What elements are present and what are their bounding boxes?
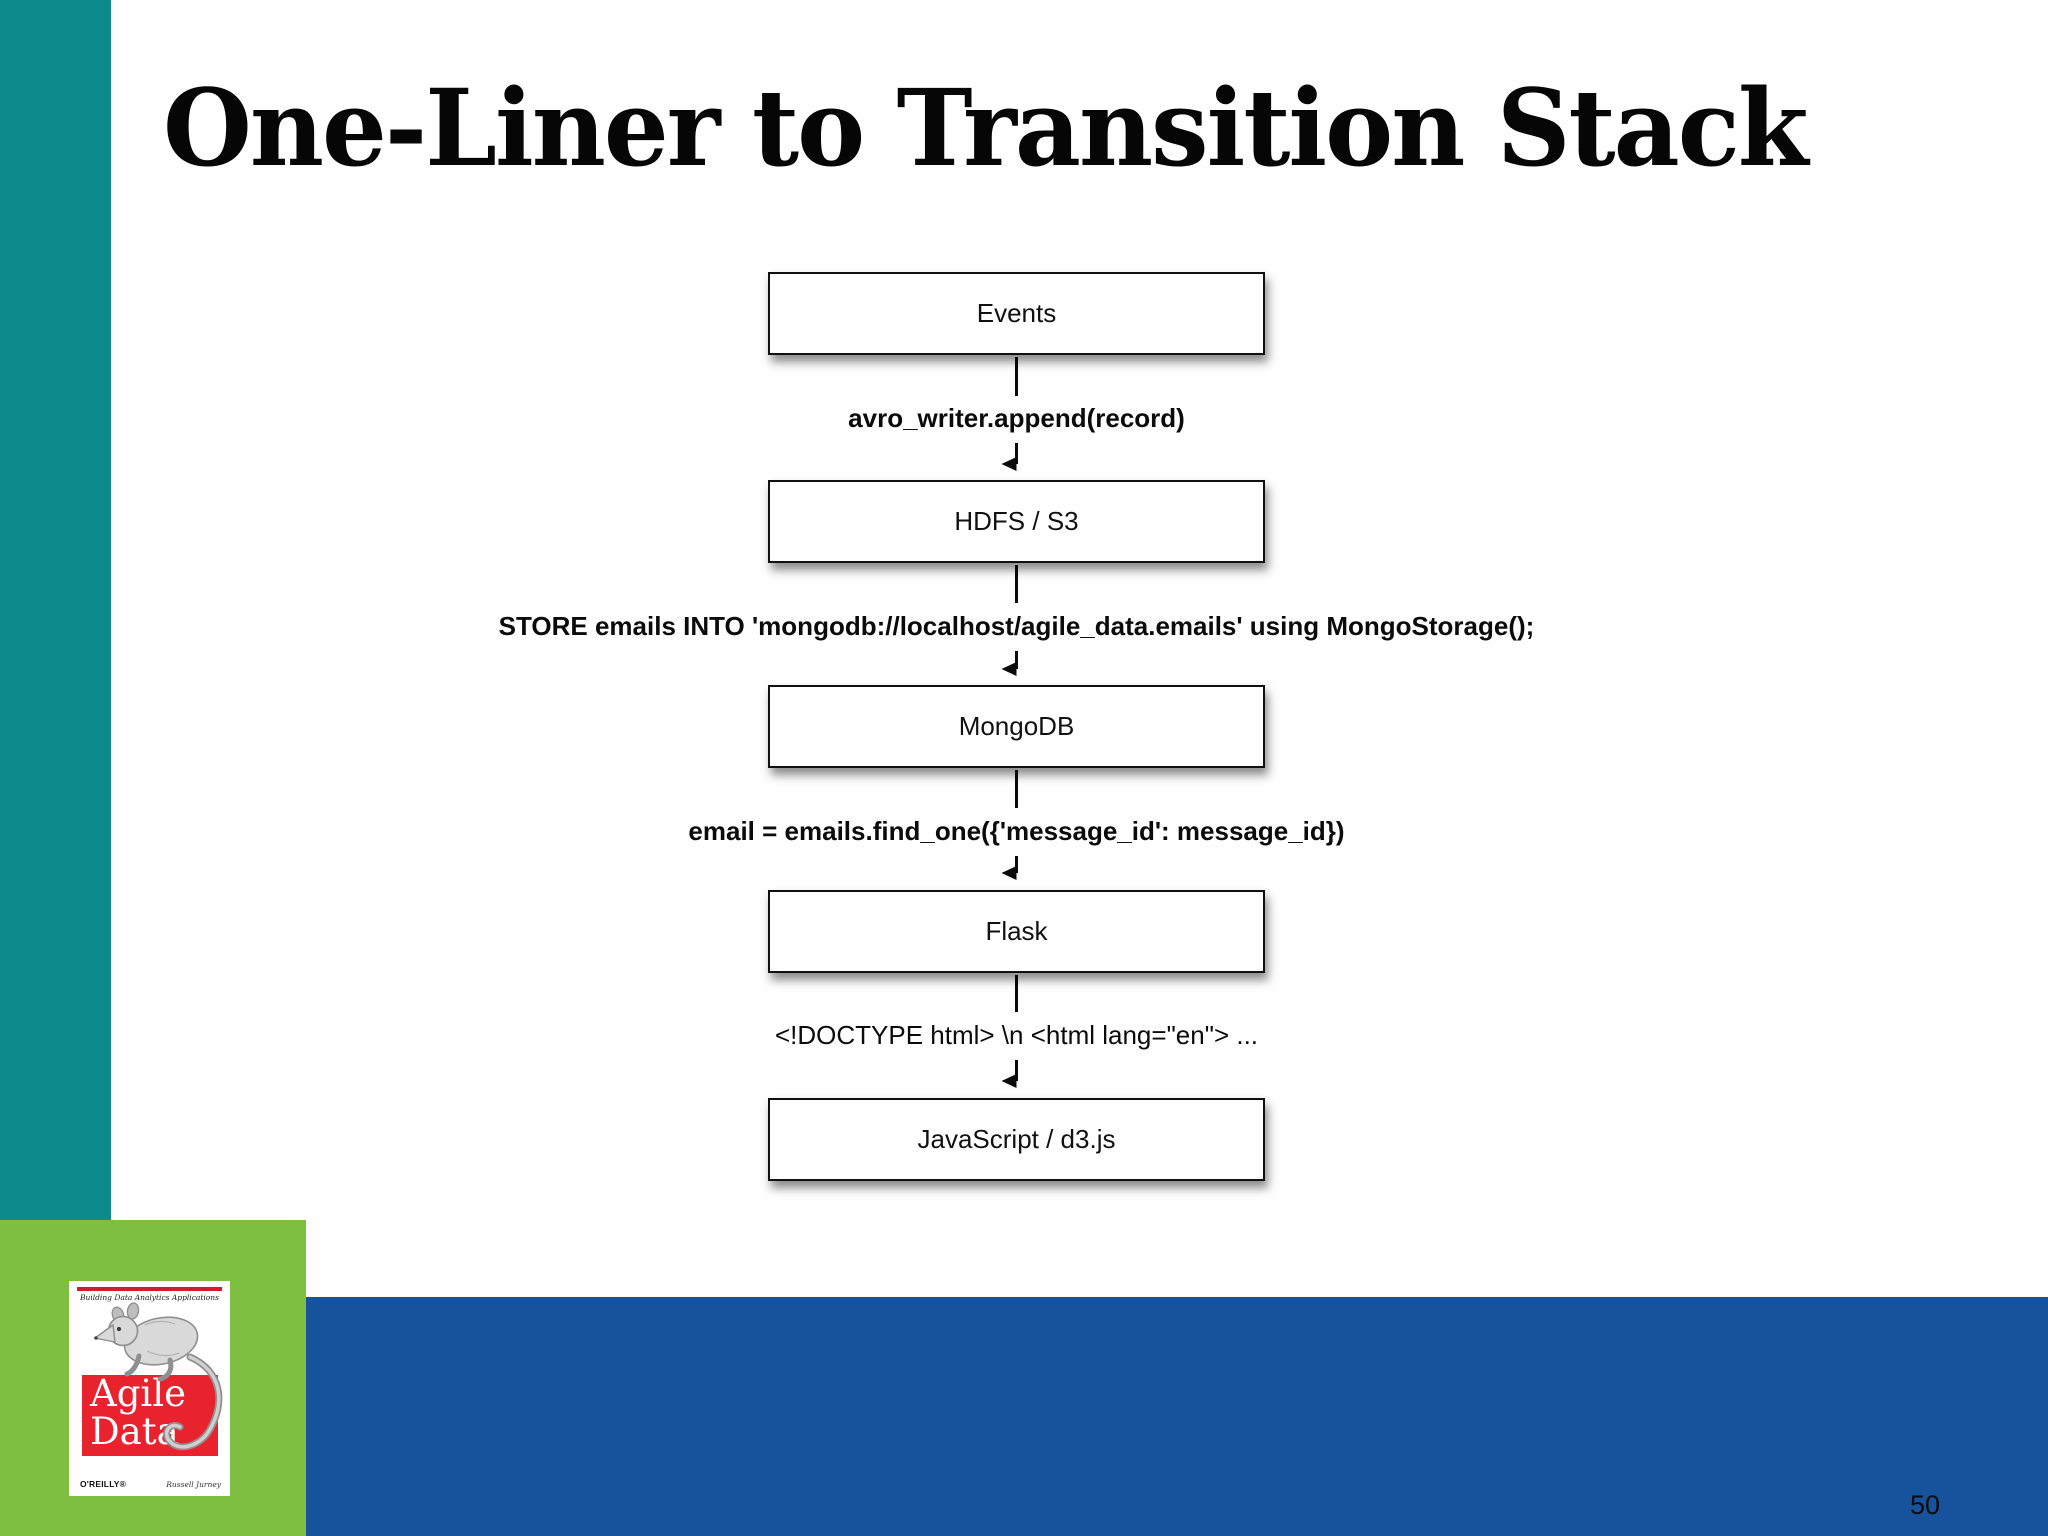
- cover-title-line: Agile: [90, 1372, 186, 1415]
- possum-illustration: [93, 1302, 223, 1451]
- cover-red-rule: [77, 1287, 222, 1291]
- flow-node-flask: Flask: [768, 890, 1265, 973]
- cover-author: Russell Jurney: [166, 1480, 221, 1489]
- flow-node-hdfs-s3: HDFS / S3: [768, 480, 1265, 563]
- left-accent-bar: [0, 0, 111, 1220]
- flow-node-events: Events: [768, 272, 1265, 355]
- cover-title-block: Agile Data: [82, 1375, 218, 1456]
- cover-publisher: O'REILLY®: [80, 1479, 127, 1489]
- flow-node-label: HDFS / S3: [954, 506, 1079, 536]
- flow-node-label: Flask: [985, 916, 1048, 946]
- edge-label-find-one: email = emails.find_one({'message_id': m…: [688, 816, 1345, 846]
- flow-node-javascript-d3: JavaScript / d3.js: [768, 1098, 1265, 1181]
- flow-node-label: MongoDB: [958, 711, 1075, 741]
- edge-label-doctype-html: <!DOCTYPE html> \n <html lang="en"> ...: [774, 1020, 1259, 1050]
- flow-node-label: Events: [976, 298, 1057, 328]
- edge-label-avro-writer: avro_writer.append(record): [848, 403, 1185, 433]
- agile-data-book-cover: Building Data Analytics Applications Agi…: [69, 1281, 230, 1496]
- flow-node-mongodb: MongoDB: [768, 685, 1265, 768]
- page-number: 50: [1909, 1490, 1941, 1520]
- cover-footer: O'REILLY® Russell Jurney: [80, 1479, 221, 1489]
- slide-title: One-Liner to Transition Stack: [163, 66, 1809, 191]
- edge-label-store-emails: STORE emails INTO 'mongodb://localhost/a…: [498, 611, 1535, 641]
- bottom-blue-bar: [306, 1297, 2048, 1536]
- cover-tagline: Building Data Analytics Applications: [79, 1293, 219, 1302]
- flow-node-label: JavaScript / d3.js: [917, 1124, 1116, 1154]
